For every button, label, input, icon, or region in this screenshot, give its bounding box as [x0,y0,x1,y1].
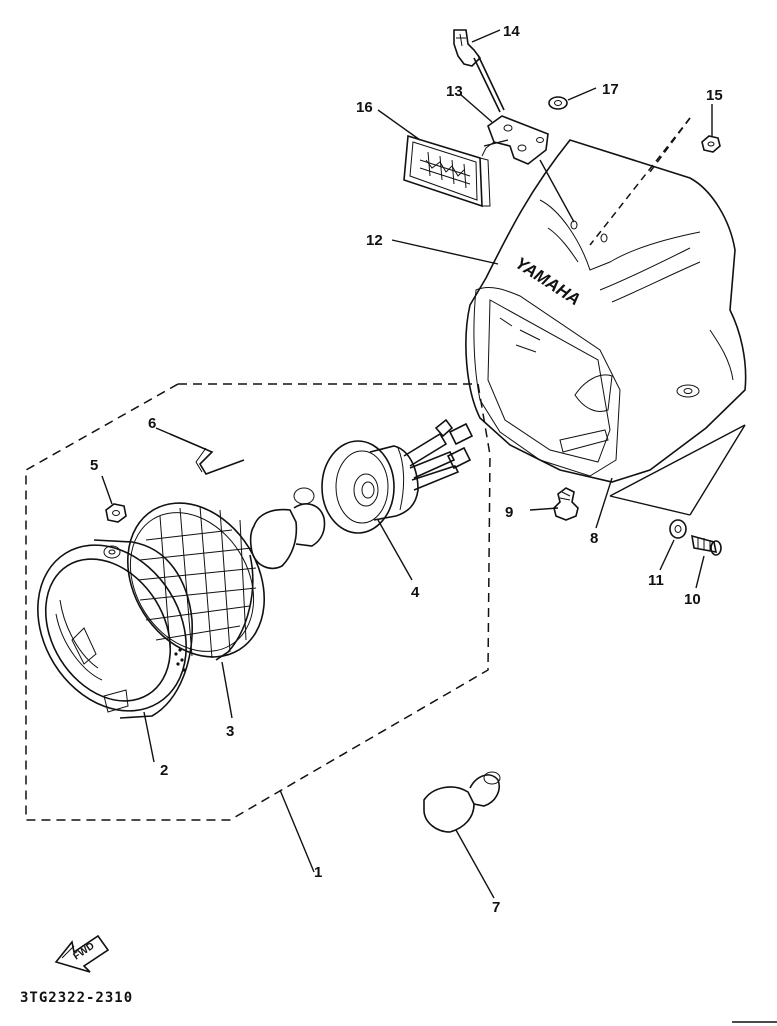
part-label-14: 14 [503,23,520,40]
part-label-11: 11 [648,572,664,589]
part-label-3: 3 [226,723,234,740]
part-label-6: 6 [148,415,156,432]
nut-5 [105,503,127,523]
part-label-5: 5 [90,457,98,474]
screw-14 [453,29,505,113]
headlight-cowl: YAMAHA [465,139,747,483]
spare-bulb [423,771,501,833]
headlight-bulb [249,487,326,570]
part-label-8: 8 [590,530,598,547]
headlight-lens-unit [126,502,266,672]
screw-10 [691,534,722,556]
part-label-7: 7 [492,899,500,916]
part-label-9: 9 [505,504,513,521]
reflector [403,134,491,208]
part-label-1: 1 [314,864,322,881]
part-label-15: 15 [706,87,723,104]
washer-11 [669,519,687,539]
part-labels: 1 2 3 4 5 6 7 8 9 10 11 12 13 14 15 16 1… [90,23,723,916]
part-label-10: 10 [684,591,701,608]
diagram-code: 3TG2322-2310 [20,990,133,1006]
yamaha-logo: YAMAHA [512,253,584,309]
headlight-rim [37,539,193,719]
leader-lines [101,29,746,899]
assembly-boundary [25,383,491,821]
bolt-9 [553,487,579,521]
part-label-12: 12 [366,232,383,249]
part-label-13: 13 [446,83,463,100]
part-label-4: 4 [411,584,420,601]
washer-17 [548,96,568,110]
part-label-17: 17 [602,81,619,98]
part-label-2: 2 [160,762,168,779]
part-label-16: 16 [356,99,373,116]
bulb-socket [321,418,474,534]
reflector-bracket [481,115,549,165]
nut-15 [701,135,721,153]
forward-arrow-icon: FWD [54,934,110,973]
spring-clip [169,433,245,475]
